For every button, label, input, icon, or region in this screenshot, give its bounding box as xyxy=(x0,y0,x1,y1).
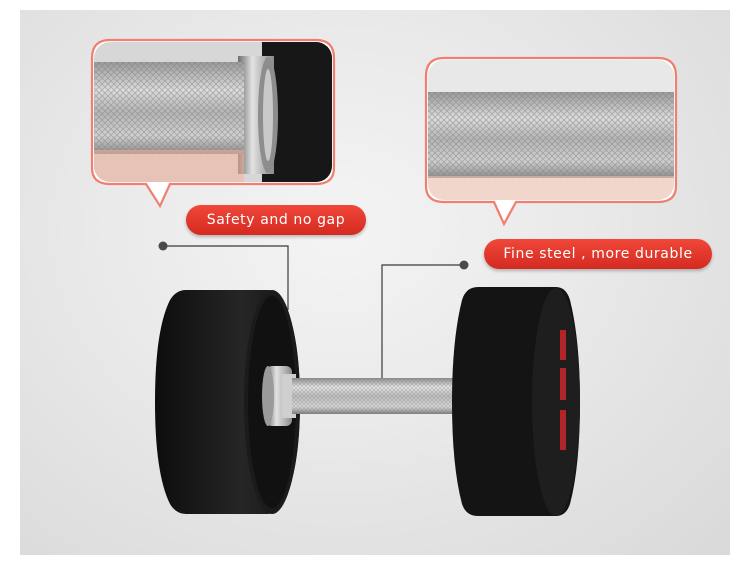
right-zoom-callout xyxy=(424,56,678,227)
left-connector-dot xyxy=(158,241,168,251)
right-weight-plate xyxy=(452,287,580,516)
right-connector-dot xyxy=(459,260,469,270)
left-collar xyxy=(262,366,296,426)
plate-logo xyxy=(560,330,566,450)
dumbbell-handle xyxy=(292,378,460,414)
callout-label-safety: Safety and no gap xyxy=(186,205,366,235)
callout-connectors xyxy=(158,241,469,378)
left-zoom-callout xyxy=(90,38,336,209)
callout-label-steel: Fine steel , more durable xyxy=(484,239,712,269)
